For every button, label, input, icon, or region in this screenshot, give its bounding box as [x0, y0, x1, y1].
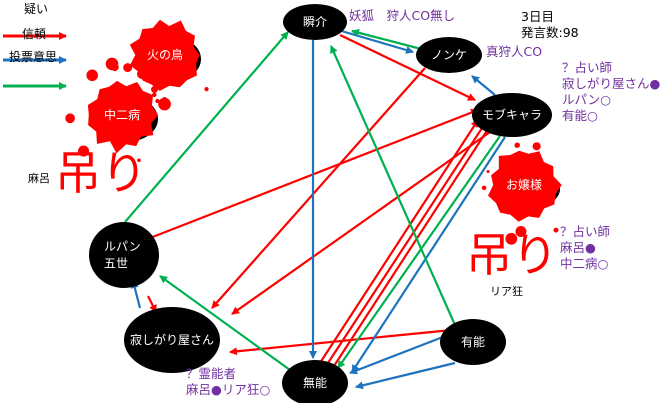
node-ellipse — [440, 319, 506, 365]
node-ellipse — [283, 4, 347, 40]
node-label: 瞬介 — [303, 15, 327, 29]
node-label: 火の鳥 — [147, 47, 183, 62]
edge-doubt-munou-mob — [325, 121, 487, 367]
node-chuni[interactable]: 中二病 — [65, 63, 159, 163]
blood-drop-icon — [505, 232, 518, 245]
edge-vote-mob-munou — [337, 135, 501, 369]
note-line: ？霊能者 — [186, 366, 237, 381]
note-line: 麻呂● — [560, 240, 596, 255]
node-label: ルパン — [104, 240, 141, 254]
edge-trust-mob-nonke — [471, 75, 496, 96]
node-label: 寂しがり屋さん — [130, 332, 214, 347]
legend-doubt-label: 疑い — [24, 2, 49, 16]
blood-drop-icon — [136, 68, 148, 80]
blood-drop-icon — [152, 92, 157, 98]
node-label: お嬢様 — [506, 178, 542, 192]
node-yuunou[interactable]: 有能 — [440, 319, 506, 365]
edge-vote-munou-lupin — [159, 275, 291, 371]
blood-drop-icon — [532, 142, 541, 151]
node-label: モブキャラ — [482, 107, 542, 122]
edge-vote-lupin-shunsuke — [124, 31, 289, 223]
blood-drop-icon — [204, 87, 209, 92]
edge-doubt-munou-mob — [333, 125, 491, 367]
edge-doubt-shunsuke-mob — [339, 34, 476, 101]
node-ellipse — [472, 93, 552, 137]
blood-drop-icon — [65, 113, 75, 124]
blood-splat-icon — [488, 150, 562, 222]
node-ellipse — [282, 360, 348, 403]
node-shunsuke[interactable]: 瞬介 — [283, 4, 347, 40]
edge-doubt-nonke-lonely — [211, 67, 426, 309]
legend-vote-label: 投票意思 — [9, 50, 58, 64]
hanged-mark-ria: 吊り — [466, 228, 558, 282]
hanged-name-ria: リア狂 — [490, 285, 523, 298]
blood-drop-icon — [123, 63, 133, 73]
hanged-name-maro: 麻呂 — [28, 172, 50, 185]
node-ellipse — [124, 307, 220, 373]
node-label: 有能 — [461, 335, 485, 349]
edge-trust-yuunou-munou — [355, 361, 456, 390]
node-hinotori[interactable]: 火の鳥 — [105, 19, 209, 111]
legend-trust-label: 信頼 — [22, 27, 47, 41]
note-line: 寂しがり屋さん● — [562, 76, 660, 91]
blood-drop-icon — [486, 170, 490, 174]
note-line: ルパン○ — [562, 92, 612, 107]
note-nonke: 真狩人CO — [486, 44, 543, 59]
day-label: 3日目 — [521, 9, 554, 24]
edge-doubt-yuunou-lonely — [229, 328, 453, 356]
edge-doubt-munou-mob — [317, 119, 479, 367]
node-mob[interactable]: モブキャラ — [472, 93, 552, 137]
node-ojou[interactable]: お嬢様 — [481, 142, 562, 245]
note-line: 麻呂●リア狂○ — [186, 382, 271, 397]
node-munou[interactable]: 無能 — [282, 360, 348, 403]
blood-splat-icon — [129, 19, 200, 91]
blood-drop-icon — [481, 185, 487, 191]
note-line: ？占い師 — [560, 224, 611, 239]
blood-drop-icon — [158, 97, 171, 111]
hanged-mark-maro: 吊り — [55, 146, 147, 200]
blood-drop-icon — [78, 145, 90, 157]
node-label: 五世 — [104, 257, 128, 271]
note-line: 有能○ — [562, 108, 598, 123]
blood-drop-icon — [155, 98, 160, 104]
node-label: 中二病 — [104, 107, 140, 122]
note-mob: ？占い師 寂しがり屋さん● ルパン○ 有能○ — [562, 60, 660, 124]
node-label: 無能 — [303, 375, 327, 390]
blood-drop-icon — [110, 63, 119, 72]
blood-drop-icon — [137, 158, 141, 163]
node-ellipse — [89, 222, 159, 288]
node-lonely[interactable]: 寂しがり屋さん — [124, 307, 220, 373]
note-line: ？占い師 — [562, 60, 613, 75]
blood-drop-icon — [515, 226, 527, 237]
node-nonke[interactable]: ノンケ — [416, 37, 482, 73]
note-shunsuke: 妖狐 狩人CO無し — [349, 8, 456, 23]
edge-trust-shunsuke-nonke — [337, 28, 414, 54]
note-ria: ？占い師 麻呂● 中二病○ — [560, 224, 610, 272]
blood-drop-icon — [150, 85, 158, 93]
blood-drop-icon — [514, 142, 520, 148]
node-ellipse — [416, 37, 482, 73]
edge-doubt-mob-lonely — [231, 131, 491, 315]
post-count: 発言数:98 — [521, 25, 579, 40]
blood-drop-icon — [86, 69, 98, 82]
blood-splat-icon — [87, 80, 159, 154]
edge-vote-nonke-shunsuke — [351, 28, 426, 52]
node-label: ノンケ — [431, 48, 467, 62]
edge-vote-yuunou-shunsuke — [329, 45, 457, 326]
edge-trust-mob-munou — [351, 136, 506, 373]
note-line: 中二病○ — [560, 256, 609, 271]
note-lonely: ？霊能者 麻呂●リア狂○ — [186, 366, 270, 398]
edge-trust-yuunou-munou — [349, 333, 449, 375]
blood-drop-icon — [553, 227, 559, 233]
